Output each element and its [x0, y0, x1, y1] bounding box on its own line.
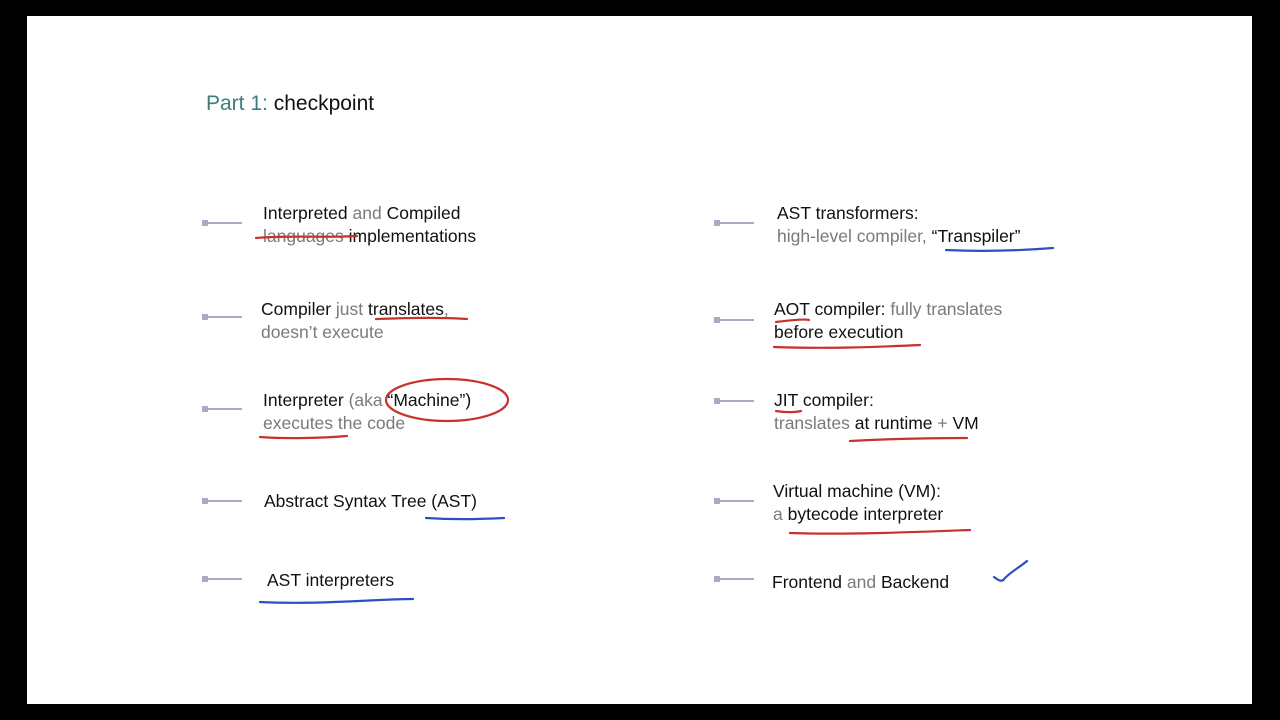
item-text: translates — [368, 299, 444, 319]
item-text: Interpreter — [263, 390, 344, 410]
underline-before-execution — [772, 343, 922, 349]
struck-word: languages — [263, 226, 344, 246]
item-text: Frontend — [772, 572, 843, 592]
bullet-marker — [202, 312, 242, 322]
item-text: translates — [774, 413, 855, 433]
item-text: bytecode interpreter — [787, 504, 944, 524]
item-text: high-level compiler, — [777, 226, 932, 246]
title-prefix: Part 1: — [206, 92, 268, 115]
bullet-marker — [714, 218, 754, 228]
item-text: and — [842, 572, 881, 592]
handwritten-annotations — [254, 234, 1055, 604]
bullet-marker — [714, 396, 754, 406]
item-text: a — [773, 504, 788, 524]
bullet-marker — [202, 496, 242, 506]
item-text: AST transformers: — [777, 203, 919, 223]
right-item-aot-compiler: AOT compiler: fully translates before ex… — [774, 298, 1002, 344]
underline-bytecode-interpreter — [788, 528, 972, 535]
item-text: VM — [952, 413, 979, 433]
item-text: doesn’t execute — [261, 322, 384, 342]
item-text: AOT — [774, 299, 810, 319]
item-text: before execution — [774, 322, 904, 342]
item-text: JIT — [774, 390, 798, 410]
right-item-jit-compiler: JIT compiler: translates at runtime + VM — [774, 389, 979, 435]
slide: Part 1: checkpoint Interpreted and Compi… — [27, 16, 1252, 704]
item-text: Abstract Syntax Tree — [264, 491, 432, 511]
item-text: (aka — [343, 390, 388, 410]
bullet-marker — [714, 574, 754, 584]
bullet-marker — [202, 218, 242, 228]
left-item-ast: Abstract Syntax Tree (AST) — [264, 490, 477, 513]
underline-transpiler — [944, 246, 1055, 252]
item-text: (AST) — [431, 491, 477, 511]
checkmark-icon — [992, 559, 1029, 582]
item-text: just — [331, 299, 368, 319]
right-item-virtual-machine: Virtual machine (VM): a bytecode interpr… — [773, 480, 943, 526]
item-text: AST interpreters — [267, 570, 395, 590]
item-text: Compiler — [261, 299, 332, 319]
item-text: + — [932, 413, 953, 433]
bullet-marker — [714, 315, 754, 325]
title-main: checkpoint — [273, 92, 375, 115]
item-text: Virtual machine (VM): — [773, 481, 941, 501]
underline-ast — [424, 516, 506, 521]
right-item-frontend-backend: Frontend and Backend — [772, 571, 949, 594]
item-text: “Transpiler” — [931, 226, 1021, 246]
left-item-compiler: Compiler just translates, doesn’t execut… — [261, 298, 449, 344]
underline-at-runtime — [848, 436, 969, 443]
left-item-interpreted-compiled: Interpreted and Compiled languages imple… — [263, 202, 476, 248]
item-text: the code — [333, 413, 406, 433]
item-text: executes — [263, 413, 334, 433]
item-text: fully translates — [890, 299, 1003, 319]
underline-ast-interpreters — [258, 597, 415, 604]
underline-executes — [258, 434, 349, 440]
item-text: at runtime — [854, 413, 933, 433]
left-item-interpreter: Interpreter (aka “Machine”) executes the… — [263, 389, 471, 435]
item-text: Compiled — [386, 203, 461, 223]
bullet-marker — [714, 496, 754, 506]
item-text: and — [347, 203, 387, 223]
right-item-ast-transformers: AST transformers: high-level compiler, “… — [777, 202, 1020, 248]
bullet-marker — [202, 404, 242, 414]
item-text: compiler: — [798, 390, 874, 410]
item-text: implementations — [343, 226, 477, 246]
item-text: Backend — [880, 572, 950, 592]
item-text: Interpreted — [263, 203, 348, 223]
left-item-ast-interpreters: AST interpreters — [267, 569, 394, 592]
item-text: “Machine”) — [387, 390, 472, 410]
slide-title: Part 1: checkpoint — [206, 92, 374, 116]
item-text: compiler: — [809, 299, 891, 319]
item-text: , — [443, 299, 449, 319]
bullet-marker — [202, 574, 242, 584]
